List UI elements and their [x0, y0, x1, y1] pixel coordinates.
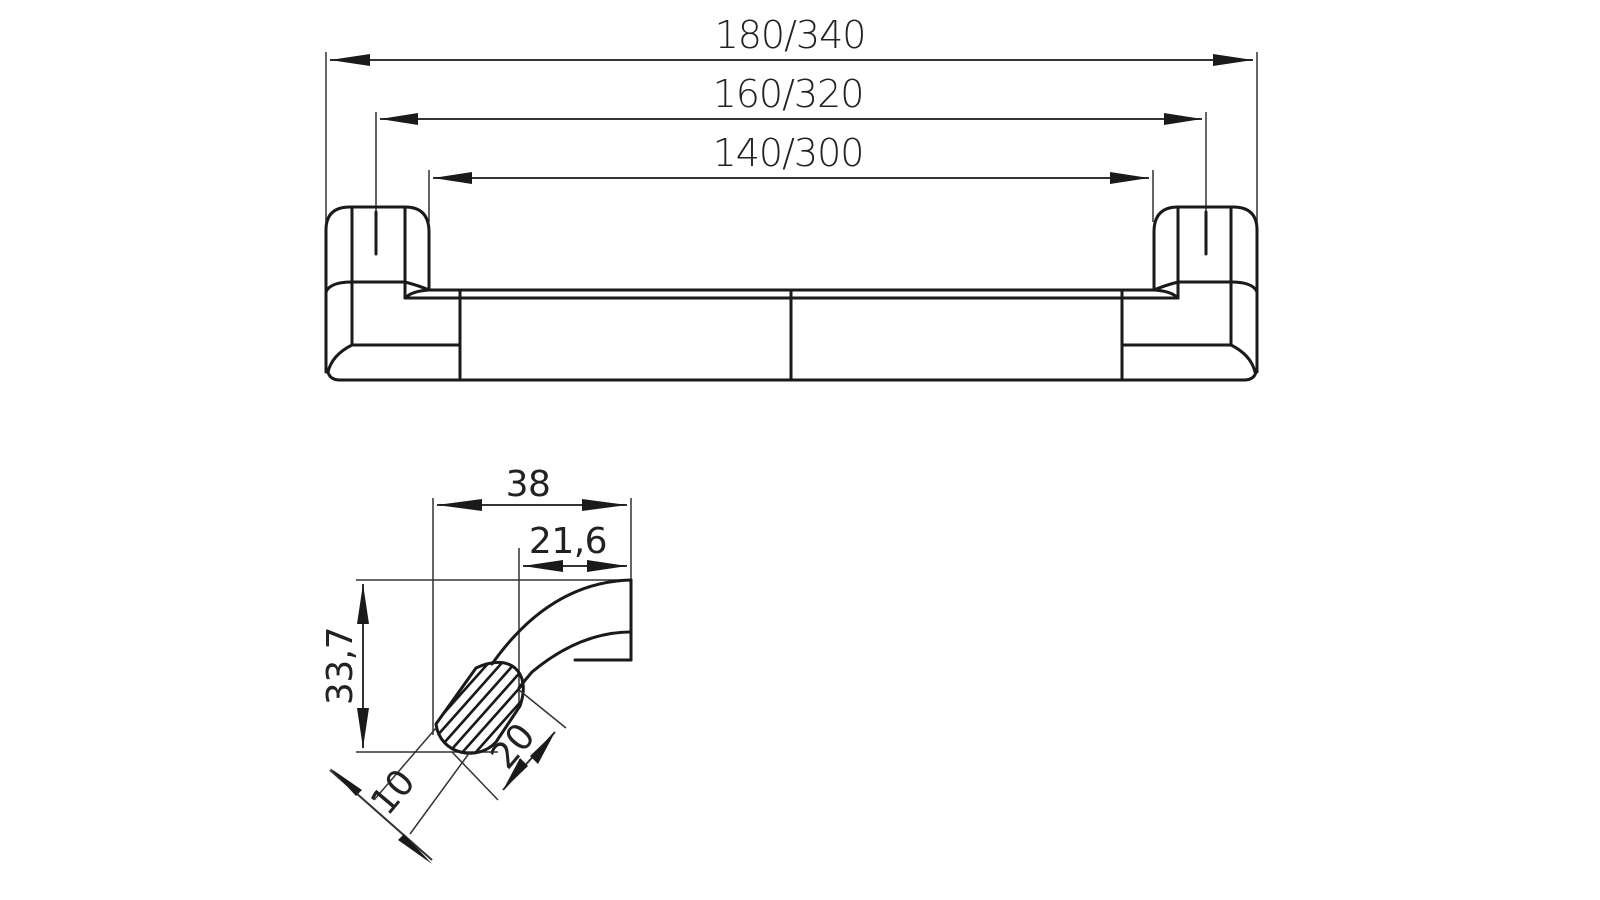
dimension-offset: 21,6: [523, 521, 627, 572]
dimension-overall-length: 180/340: [330, 13, 1253, 66]
dimension-label-profile-width: 20: [483, 716, 543, 777]
front-view: 180/340 160/320 140/300: [324, 13, 1259, 382]
dimension-label-offset: 21,6: [529, 521, 607, 562]
handle-front-outline: [324, 205, 1259, 382]
dimension-depth: 38: [437, 464, 627, 511]
dimension-height: 33,7: [320, 584, 369, 748]
dimension-hole-distance: 160/320: [380, 72, 1202, 125]
dimension-label-depth: 38: [506, 464, 551, 505]
dimension-label-overall-length: 180/340: [715, 13, 866, 57]
side-view: 38 21,6 33,7: [320, 464, 633, 864]
dimension-label-profile-thickness: 10: [363, 762, 423, 823]
extension-lines: [325, 52, 1258, 250]
dimension-label-height: 33,7: [320, 627, 361, 705]
dimension-label-inner-length: 140/300: [713, 131, 864, 175]
section-hatching: [436, 662, 524, 754]
dimension-label-hole-distance: 160/320: [713, 72, 864, 116]
dimension-inner-length: 140/300: [433, 131, 1149, 184]
